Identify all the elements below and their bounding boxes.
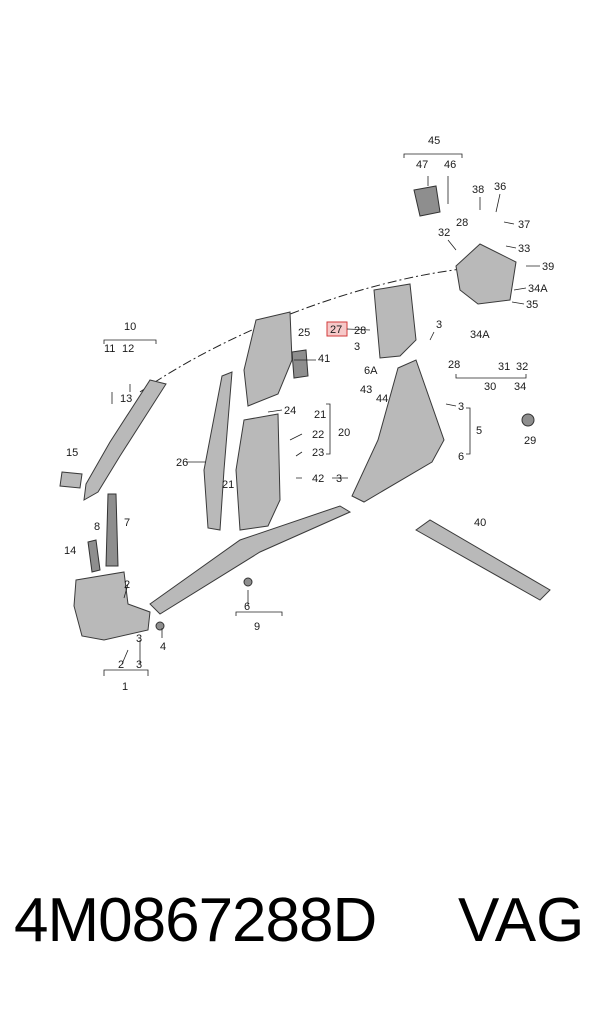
part-number: 4M0867288D: [14, 886, 377, 955]
callout-3-a: 3: [354, 341, 360, 353]
callout-47: 47: [416, 159, 428, 171]
pillar-panel-27: [373, 283, 417, 359]
callout-10: 10: [124, 321, 136, 333]
rear-sill-trim: [415, 519, 551, 601]
callout-9: 9: [254, 621, 260, 633]
leader-lines: [111, 176, 540, 665]
callout-3-e: 3: [136, 659, 142, 671]
a-pillar-trim: [83, 379, 167, 501]
parts-exploded-diagram: 45 47 46 38 36 28 37 32 33 39 34A 35 34A…: [59, 135, 554, 693]
bracket-5: [466, 407, 471, 455]
clip-4: [155, 621, 165, 631]
callout-3-d: 3: [336, 473, 342, 485]
bracket-30: [455, 374, 527, 379]
callout-13: 13: [120, 393, 132, 405]
callout-34: 34: [514, 381, 526, 393]
callout-15: 15: [66, 447, 78, 459]
callout-36: 36: [494, 181, 506, 193]
callout-33: 33: [518, 243, 530, 255]
callout-32-b: 32: [516, 361, 528, 373]
lower-front-trim: [73, 571, 151, 641]
callout-35: 35: [526, 299, 538, 311]
callout-7: 7: [124, 517, 130, 529]
b-pillar-upper: [243, 311, 293, 407]
callout-8: 8: [94, 521, 100, 533]
bracket-10: [103, 339, 157, 344]
callout-1: 1: [122, 681, 128, 693]
bracket-20: [326, 403, 331, 455]
callout-26: 26: [176, 457, 188, 469]
strip-7: [105, 493, 119, 567]
callout-28-c: 28: [448, 359, 460, 371]
callout-41: 41: [318, 353, 330, 365]
callout-3-b: 3: [436, 319, 442, 331]
callout-45: 45: [428, 135, 440, 147]
callout-12: 12: [122, 343, 134, 355]
callout-14: 14: [64, 545, 76, 557]
sun-visor-card: [59, 471, 83, 489]
callout-37: 37: [518, 219, 530, 231]
callout-38: 38: [472, 184, 484, 196]
callout-3-f: 3: [136, 633, 142, 645]
callout-34A-b: 34A: [470, 329, 490, 341]
callout-25: 25: [298, 327, 310, 339]
callout-6-a: 6: [458, 451, 464, 463]
callout-20: 20: [338, 427, 350, 439]
bracket-45: [413, 185, 441, 217]
callout-44: 44: [376, 393, 388, 405]
seatbelt-guide-41: [291, 349, 309, 379]
c-pillar-trim: [351, 359, 445, 503]
callout-2-b: 2: [118, 659, 124, 671]
bracket-45: [403, 153, 463, 158]
callout-32: 32: [438, 227, 450, 239]
callout-43: 43: [360, 384, 372, 396]
callout-28: 28: [456, 217, 468, 229]
callout-2-a: 2: [124, 579, 130, 591]
callout-4: 4: [160, 641, 166, 653]
callout-6A: 6A: [364, 365, 378, 377]
callout-31: 31: [498, 361, 510, 373]
bracket-9: [235, 611, 283, 616]
callout-28-b: 28: [354, 325, 366, 337]
callout-30: 30: [484, 381, 496, 393]
brand-label: VAG: [458, 886, 585, 955]
b-pillar-lower: [235, 413, 281, 531]
callout-21-b: 21: [222, 479, 234, 491]
callout-21-a: 21: [314, 409, 326, 421]
callout-34A: 34A: [528, 283, 548, 295]
rear-upper-trim: [455, 243, 517, 305]
callout-22: 22: [312, 429, 324, 441]
callout-11: 11: [104, 343, 115, 355]
clip-6: [243, 577, 253, 587]
callout-24: 24: [284, 405, 296, 417]
door-seal-26: [203, 371, 233, 531]
bolt-29: [521, 413, 535, 427]
callout-42: 42: [312, 473, 324, 485]
callout-40: 40: [474, 517, 486, 529]
callout-39: 39: [542, 261, 554, 273]
callout-29: 29: [524, 435, 536, 447]
door-sill-trim: [149, 505, 352, 615]
callout-6-b: 6: [244, 601, 250, 613]
callout-27: 27: [330, 324, 342, 336]
callout-46: 46: [444, 159, 456, 171]
callout-23: 23: [312, 447, 324, 459]
roof-reference-line: [139, 267, 471, 393]
clip-14: [87, 539, 101, 573]
callout-3-c: 3: [458, 401, 464, 413]
callout-5: 5: [476, 425, 482, 437]
bracket-1: [103, 669, 149, 676]
